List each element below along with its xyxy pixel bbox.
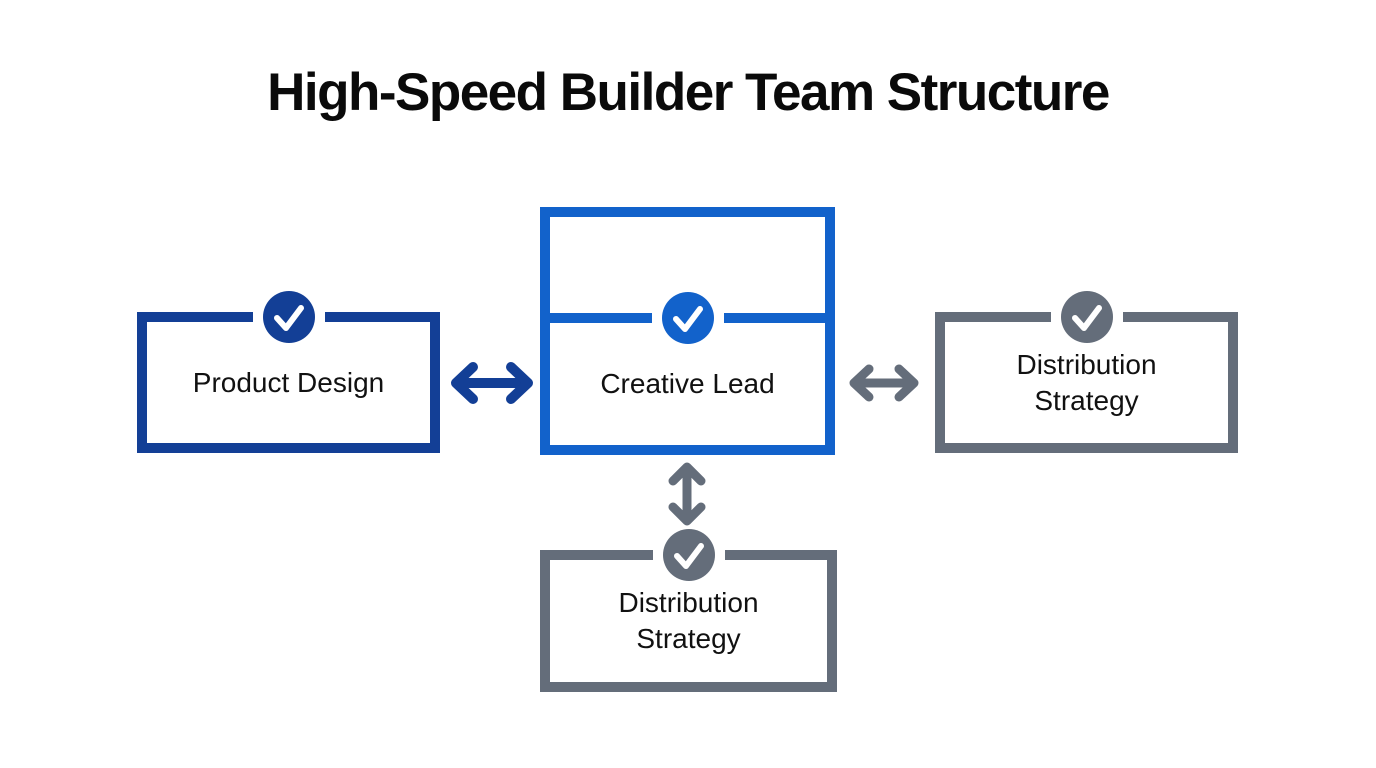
double-arrow-vertical-icon: [666, 459, 708, 529]
node-distribution-strategy-bottom: Distribution Strategy: [540, 529, 837, 692]
diagram-title: High-Speed Builder Team Structure: [267, 63, 1110, 122]
node-label: Product Design: [192, 366, 385, 398]
node-distribution-strategy-right: Distribution Strategy: [935, 291, 1238, 453]
double-arrow-icon: [845, 361, 923, 405]
check-icon: [1060, 291, 1113, 343]
node-creative-lead: Creative Lead: [540, 207, 835, 455]
check-icon: [262, 291, 315, 343]
check-icon: [662, 529, 715, 581]
node-product-design: Product Design: [137, 291, 440, 453]
node-label: Creative Lead: [600, 368, 775, 399]
check-icon: [661, 292, 714, 344]
double-arrow-icon: [446, 360, 538, 406]
node-label: Distribution Strategy: [618, 587, 759, 654]
node-label: Distribution Strategy: [1016, 348, 1157, 416]
center-label-area: Creative Lead: [550, 323, 825, 445]
